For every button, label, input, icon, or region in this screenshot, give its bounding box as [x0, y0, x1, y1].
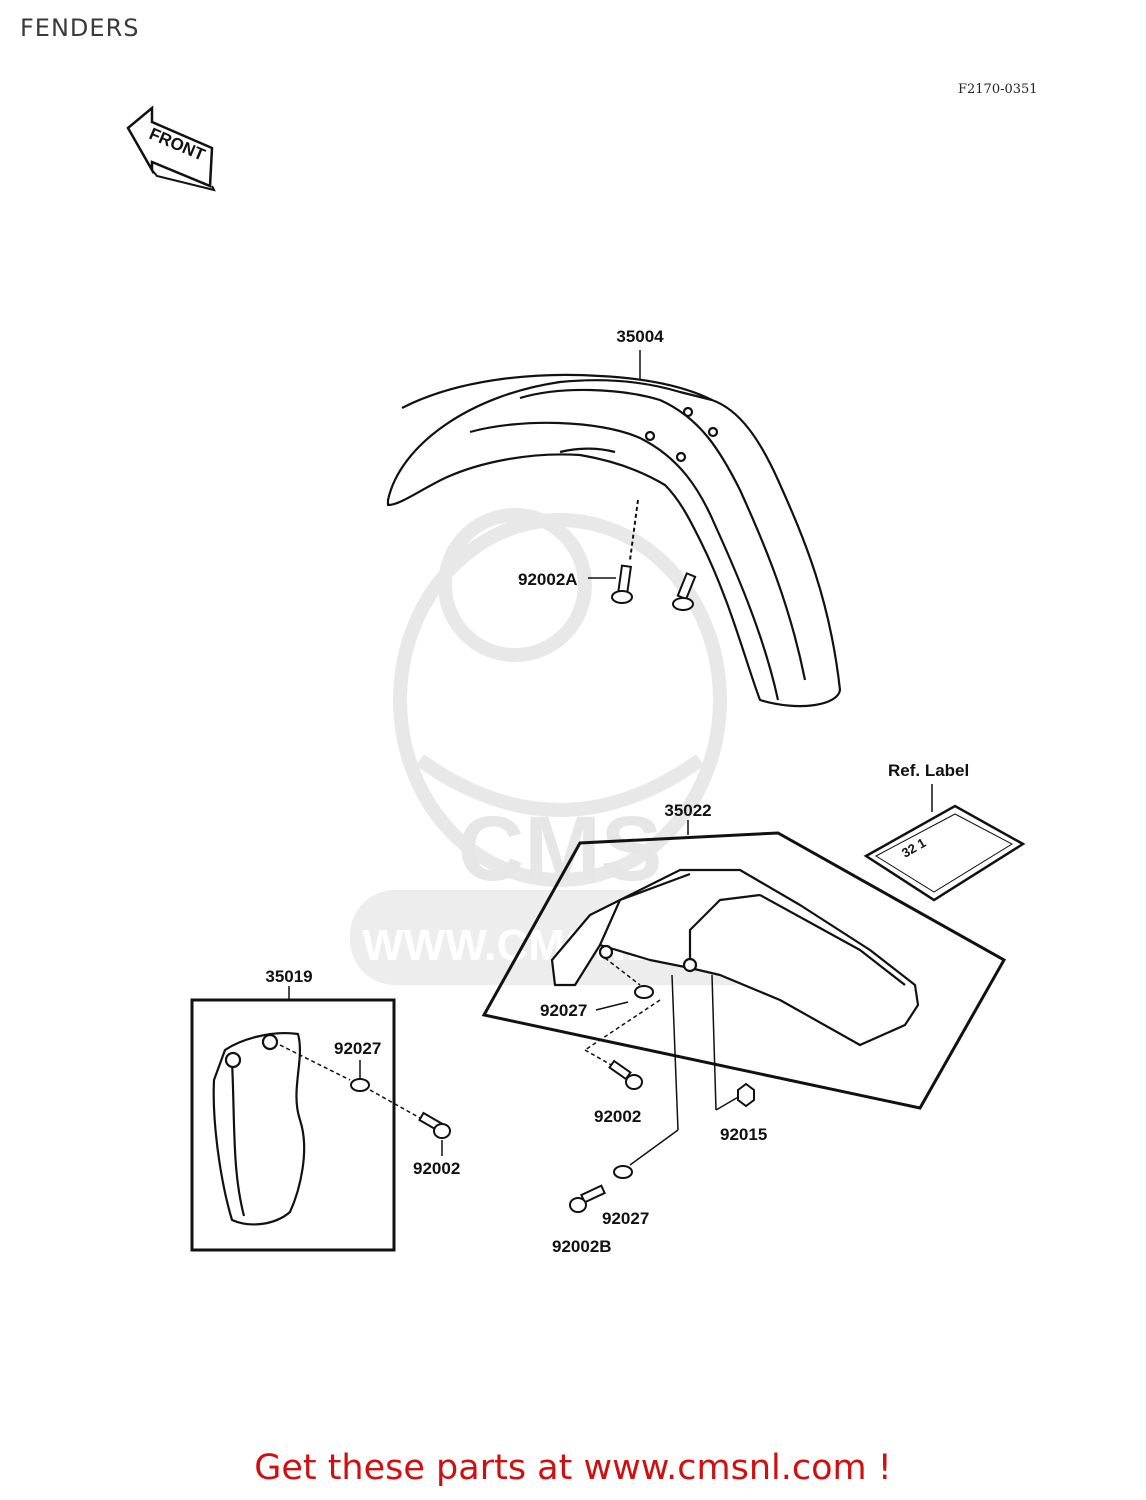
part-label-92027-rear: 92027 [540, 1001, 587, 1020]
figure-code: F2170-0351 [958, 82, 1038, 97]
front-bolt-icon [611, 499, 697, 611]
front-fender-drawing [386, 373, 842, 708]
watermark-big-text: CMS [458, 798, 662, 900]
collar-icon [350, 985, 654, 1179]
footer-cta-link[interactable]: Get these parts at www.cmsnl.com ! [254, 1448, 892, 1488]
part-label-92002-side: 92002 [413, 1159, 460, 1178]
bolt-icon [418, 1059, 643, 1213]
page-title: FENDERS [20, 14, 140, 42]
side-cover-group-box [190, 998, 396, 1252]
part-label-35022: 35022 [664, 801, 711, 820]
nut-icon [737, 1082, 755, 1108]
rear-fasteners [584, 957, 741, 1166]
part-label-92027-side: 92027 [334, 1039, 381, 1058]
part-label-35019: 35019 [265, 967, 312, 986]
rear-fender-drawing [550, 868, 920, 1047]
front-arrow-icon: FRONT [126, 105, 216, 192]
part-label-92015: 92015 [720, 1125, 767, 1144]
side-cover-drawing [212, 1032, 306, 1226]
part-label-35004: 35004 [616, 327, 664, 346]
part-label-ref-label: Ref. Label [888, 761, 969, 780]
part-label-92002-rear: 92002 [594, 1107, 641, 1126]
part-label-92002b: 92002B [552, 1237, 612, 1256]
ref-label-sticker: 32 1 [863, 804, 1026, 902]
part-label-92002a: 92002A [518, 570, 578, 589]
part-label-92027-lower: 92027 [602, 1209, 649, 1228]
